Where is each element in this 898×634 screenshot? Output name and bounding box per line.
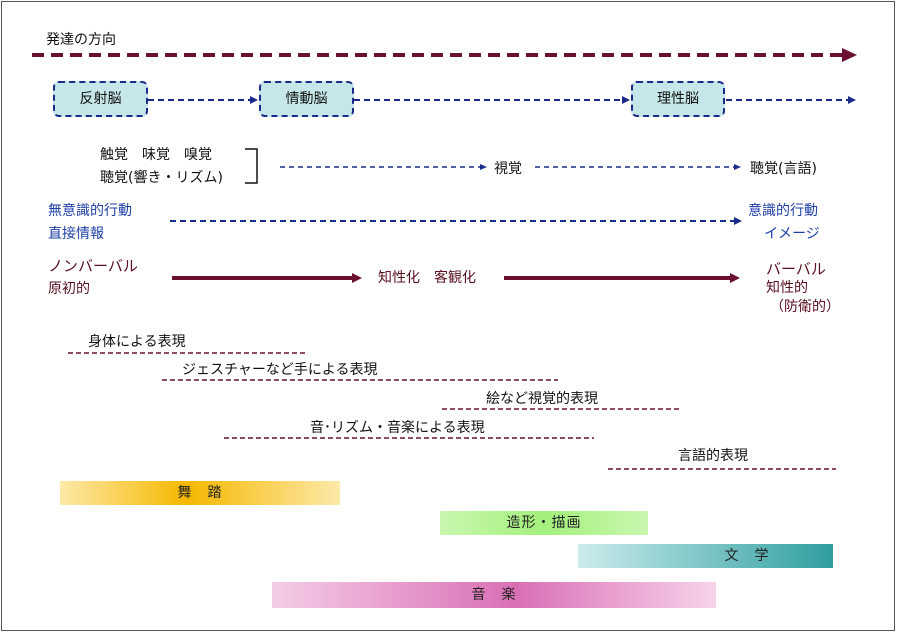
- direction-label: 発達の方向: [46, 32, 116, 48]
- art-label-dance: 舞 踏: [177, 485, 223, 501]
- senses-end: 聴覚(言語): [750, 161, 817, 177]
- verbal-arrow-head: [352, 273, 362, 283]
- verbal-right1: バーバル: [766, 260, 826, 278]
- expression-visual: 絵など視覚的表現: [486, 391, 598, 407]
- verbal-right3: （防衛的）: [770, 299, 840, 315]
- connector-arrow-head: [848, 96, 856, 104]
- expression-music: 音･リズム・音楽による表現: [310, 420, 485, 436]
- expression-gesture: ジェスチャーなど手による表現: [182, 362, 378, 378]
- art-bar-drawing: [440, 511, 648, 535]
- brain-box-reason: 理性脳: [631, 81, 725, 117]
- brain-box-reflex: 反射脳: [53, 81, 148, 117]
- verbal-left2: 原初的: [48, 281, 90, 297]
- action-right2: イメージ: [764, 226, 820, 242]
- expression-body: 身体による表現: [88, 334, 186, 350]
- action-arrow-head: [734, 217, 742, 225]
- senses-arrow-head: [734, 164, 741, 170]
- art-label-drawing: 造形・描画: [506, 515, 582, 531]
- verbal-middle: 知性化 客観化: [378, 270, 476, 286]
- senses-line1: 触覚 味覚 嗅覚: [100, 147, 212, 163]
- expression-language: 言語的表現: [678, 448, 748, 464]
- verbal-left1: ノンバーバル: [48, 257, 138, 275]
- brain-box-emotion: 情動脳: [259, 81, 354, 117]
- action-right1: 意識的行動: [748, 203, 818, 219]
- connector-arrow-head: [250, 96, 258, 104]
- senses-line2: 聴覚(響き・リズム): [100, 170, 223, 186]
- action-left1: 無意識的行動: [48, 203, 132, 219]
- senses-bracket: [245, 148, 258, 184]
- senses-arrow-head: [480, 164, 487, 170]
- connector-arrow-head: [622, 96, 630, 104]
- art-bar-literature: [578, 544, 833, 568]
- art-bar-dance: [60, 481, 340, 505]
- senses-middle: 視覚: [494, 161, 522, 177]
- art-label-literature: 文 学: [724, 548, 770, 564]
- art-label-music: 音 楽: [471, 587, 517, 603]
- art-bar-music: [272, 582, 716, 608]
- direction-arrow-head: [842, 48, 857, 62]
- action-left2: 直接情報: [48, 226, 104, 242]
- verbal-arrow-head: [730, 273, 740, 283]
- verbal-right2: 知性的: [766, 280, 808, 296]
